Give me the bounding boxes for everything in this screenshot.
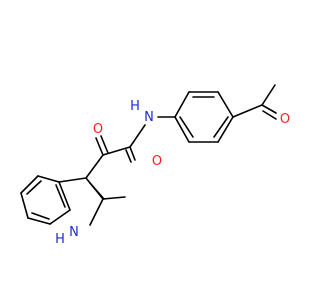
atom-label-n-amide: N xyxy=(144,110,154,125)
acetyl-group xyxy=(232,84,277,120)
indole-pyrrole-ring xyxy=(58,177,126,226)
molecule-structure: N H O O O H N xyxy=(20,84,290,247)
keto-group xyxy=(85,135,109,179)
atom-label-o-acetyl: O xyxy=(280,112,290,127)
atom-label-o-keto: O xyxy=(93,122,103,137)
atom-label-nh-indole-n: N xyxy=(69,225,79,240)
acetylphenyl-ring xyxy=(174,91,234,143)
amide-linkage xyxy=(102,116,176,163)
atom-label-o-amide: O xyxy=(152,154,162,169)
atom-label-nh-indole-h: H xyxy=(55,232,65,247)
atom-label-h-amide: H xyxy=(130,99,140,114)
indole-benzene-ring xyxy=(20,175,71,225)
